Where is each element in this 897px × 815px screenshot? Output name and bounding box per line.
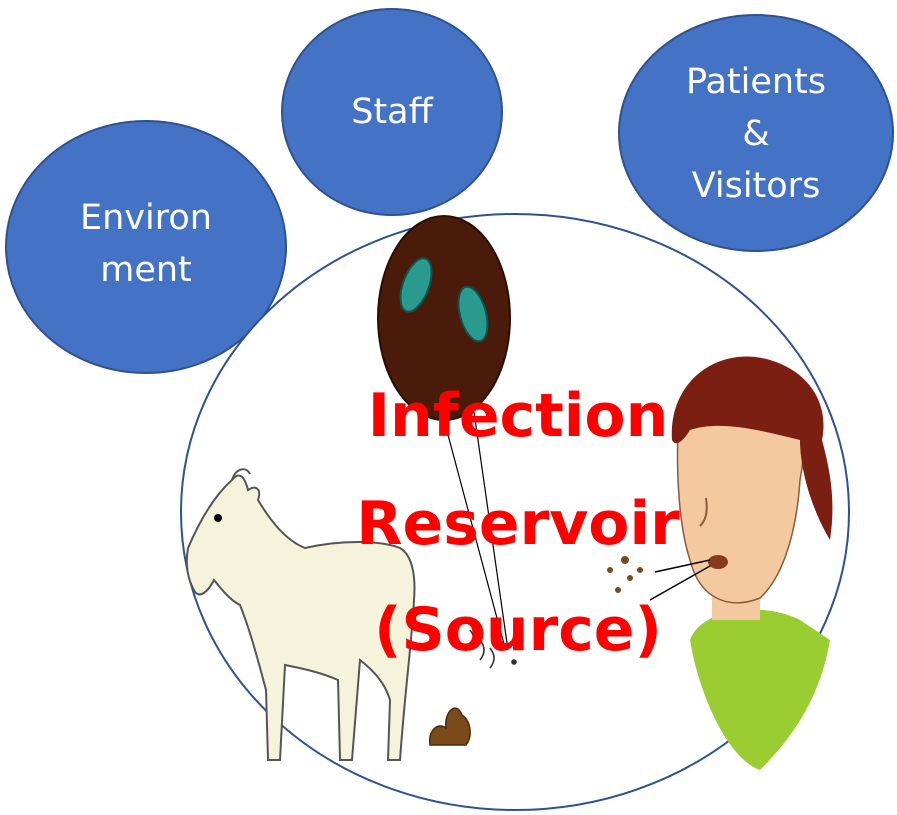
reservoir-line-3: (Source) (338, 600, 698, 660)
patients-visitors-label: Patients & Visitors (660, 56, 852, 212)
staff-label: Staff (312, 86, 472, 138)
reservoir-line-1: Infection (338, 386, 698, 446)
reservoir-line-2: Reservoir (338, 494, 698, 554)
environment-label: Environ ment (56, 192, 236, 296)
